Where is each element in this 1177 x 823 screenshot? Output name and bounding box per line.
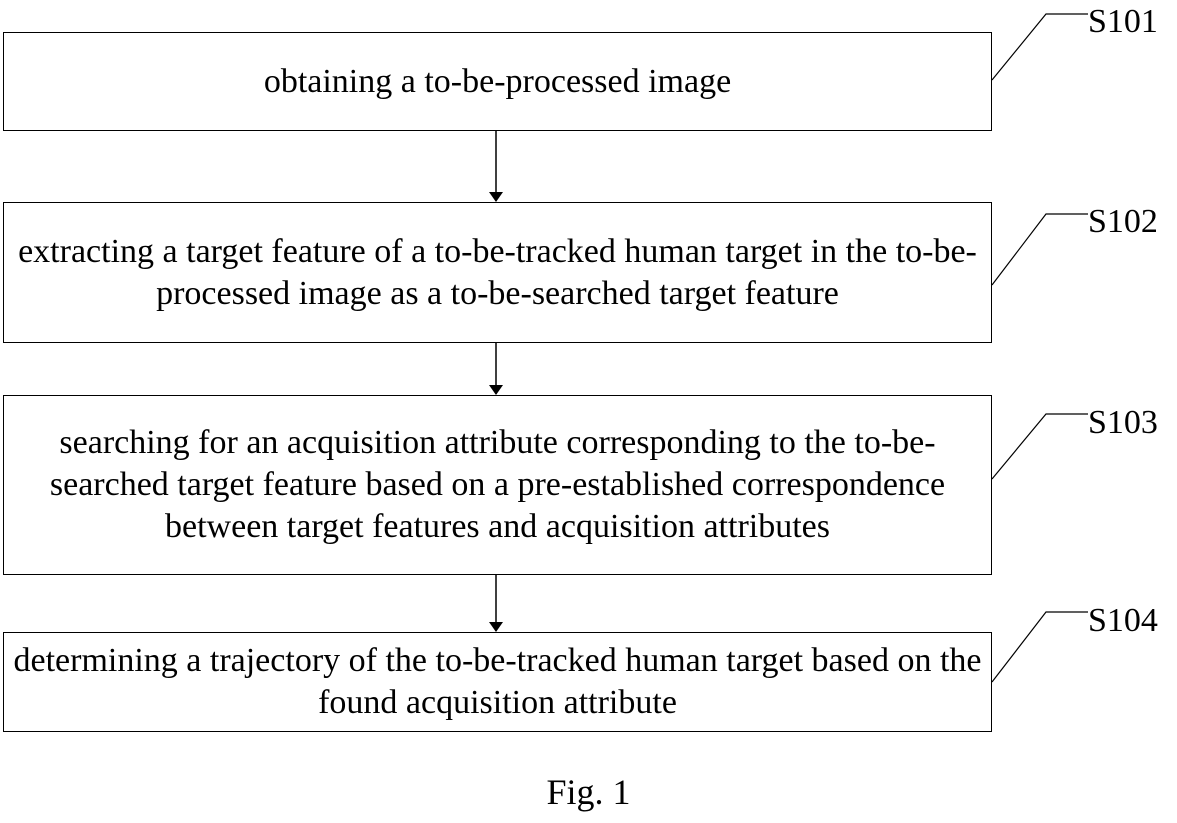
step-label-s104: S104 — [1088, 602, 1158, 639]
step-box-s103: searching for an acquisition attribute c… — [3, 395, 992, 575]
leader-line-s101 — [991, 13, 1088, 81]
step-text-s102: extracting a target feature of a to-be-t… — [18, 232, 977, 312]
leader-line-s104 — [991, 611, 1088, 683]
step-text-s101: obtaining a to-be-processed image — [263, 62, 732, 100]
leader-line-s102 — [991, 213, 1088, 286]
step-label-s103: S103 — [1088, 404, 1158, 441]
step-box-s104: determining a trajectory of the to-be-tr… — [3, 632, 992, 732]
step-text-s103: searching for an acquisition attribute c… — [49, 424, 946, 545]
step-box-s101: obtaining a to-be-processed image — [3, 32, 992, 131]
step-box-s102: extracting a target feature of a to-be-t… — [3, 202, 992, 343]
step-text-s104: determining a trajectory of the to-be-tr… — [13, 642, 982, 721]
step-label-s102: S102 — [1088, 203, 1158, 240]
step-label-s101: S101 — [1088, 3, 1158, 40]
leader-line-s103 — [991, 413, 1088, 480]
figure-caption: Fig. 1 — [546, 772, 631, 812]
